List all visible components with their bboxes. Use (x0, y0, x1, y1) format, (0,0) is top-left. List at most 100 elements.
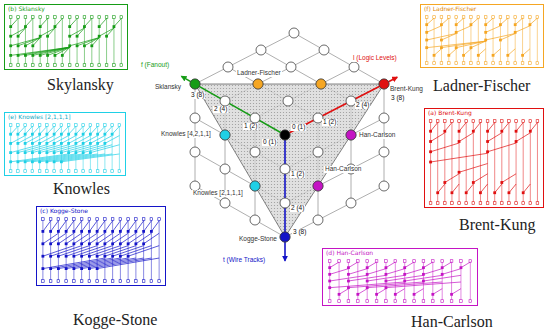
prefix-cell (61, 54, 64, 57)
output-cell (76, 64, 79, 67)
bit-wire (426, 17, 427, 63)
bit-wire (17, 125, 18, 171)
prefix-wire (427, 26, 442, 33)
prefix-wire (405, 275, 443, 281)
prefix-wire (66, 233, 82, 244)
prefix-cell (465, 191, 468, 194)
output-cell (17, 170, 20, 173)
prefix-wire (459, 164, 488, 173)
prefix-cell (429, 140, 432, 143)
output-cell (347, 300, 350, 303)
bit-wire (46, 125, 47, 171)
input-cell (75, 124, 78, 127)
input-cell (514, 16, 517, 19)
prefix-wire (11, 145, 40, 153)
lattice-node (256, 45, 266, 55)
prefix-cell (38, 133, 41, 136)
prefix-cell (508, 191, 511, 194)
prefix-cell (39, 35, 42, 38)
prefix-cell (9, 160, 12, 163)
input-cell (73, 218, 76, 221)
lattice-node (220, 130, 230, 140)
prefix-wire (113, 221, 121, 232)
prefix-cell (9, 54, 12, 57)
lattice-node (379, 79, 389, 89)
prefix-cell (515, 130, 518, 133)
output-cell (433, 62, 436, 65)
output-cell (521, 62, 524, 65)
prefix-cell (366, 286, 369, 289)
output-cell (98, 64, 101, 67)
prefix-cell (96, 142, 99, 145)
output-cell (46, 64, 49, 67)
prefix-wire (113, 233, 129, 244)
bit-wire (442, 261, 443, 301)
prefix-cell (89, 142, 92, 145)
prefix-cell (514, 31, 517, 34)
output-cell (82, 170, 85, 173)
prefix-wire (348, 275, 386, 281)
prefix-cell (119, 255, 122, 258)
input-cell (385, 260, 388, 263)
prefix-wire (367, 262, 376, 268)
prefix-cell (57, 230, 60, 233)
prefix-cell (49, 242, 52, 245)
input-cell (24, 16, 27, 19)
prefix-cell (103, 142, 106, 145)
prefix-cell (88, 242, 91, 245)
output-cell (484, 62, 487, 65)
prefix-cell (436, 191, 439, 194)
bit-wire (121, 17, 122, 65)
bit-wire (385, 261, 386, 301)
output-cell (499, 62, 502, 65)
prefix-wire (40, 145, 69, 153)
prefix-wire (89, 221, 97, 232)
prefix-wire (84, 38, 99, 46)
prefix-wire (40, 136, 55, 144)
bit-wire (58, 219, 59, 281)
prefix-wire (427, 41, 486, 48)
output-cell (118, 170, 121, 173)
prefix-cell (74, 151, 77, 154)
bit-wire (39, 125, 40, 171)
input-cell (24, 124, 27, 127)
prefix-wire (66, 221, 74, 232)
input-cell (479, 120, 482, 123)
input-cell (135, 218, 138, 221)
tick-label: 1 (2) (322, 119, 337, 126)
lattice-node (379, 147, 389, 157)
prefix-cell (46, 54, 49, 57)
input-cell (46, 124, 49, 127)
adder-panel: (f) Ladner-FischerLadner-Fischer (420, 4, 544, 68)
output-cell (469, 300, 472, 303)
bit-wire (459, 121, 460, 203)
prefix-wire (386, 269, 405, 275)
bit-wire (66, 219, 67, 281)
prefix-wire (339, 289, 348, 295)
output-cell (529, 62, 532, 65)
output-cell (508, 202, 511, 205)
prefix-cell (24, 142, 27, 145)
prefix-cell (472, 181, 475, 184)
prefix-cell (38, 142, 41, 145)
prefix-cell (89, 151, 92, 154)
output-cell (357, 300, 360, 303)
bit-wire (463, 17, 464, 63)
lattice-line (321, 67, 354, 84)
output-cell (440, 62, 443, 65)
prefix-cell (522, 191, 525, 194)
prefix-cell (455, 31, 458, 34)
prefix-cell (477, 54, 480, 57)
prefix-cell (328, 273, 331, 276)
lattice-node (283, 96, 293, 106)
prefix-wire (43, 221, 51, 232)
panel-title: (b) Sklansky (8, 6, 45, 12)
prefix-cell (529, 23, 532, 26)
prefix-wire (47, 136, 62, 144)
prefix-cell (9, 35, 12, 38)
prefix-cell (500, 130, 503, 133)
bit-wire (367, 261, 368, 301)
prefix-cell (425, 31, 428, 34)
prefix-wire (11, 28, 26, 36)
input-cell (484, 16, 487, 19)
